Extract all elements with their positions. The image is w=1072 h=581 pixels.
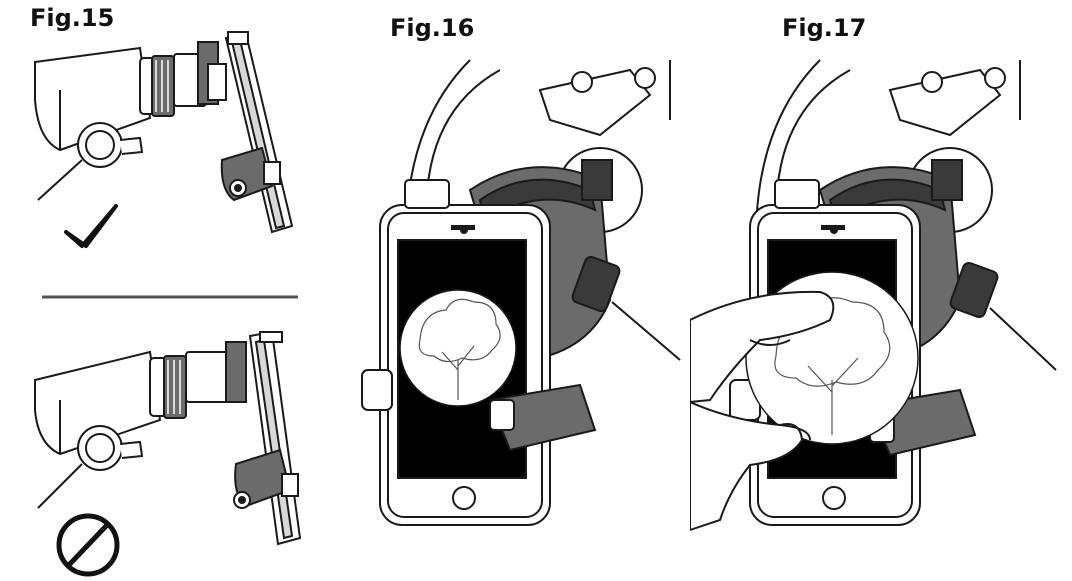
fig15-label: Fig.15 [30, 4, 115, 32]
tree-icon [399, 289, 517, 407]
checkmark-icon [64, 204, 118, 248]
fig16-illustration [361, 59, 681, 526]
fig16-label: Fig.16 [390, 14, 475, 42]
fig17-panel [690, 40, 1072, 581]
fig15-correct-setup [34, 31, 294, 234]
prohibited-icon [56, 513, 120, 577]
fig16-panel [350, 40, 690, 581]
fig15-illustration [34, 31, 302, 577]
fig15-panel [0, 0, 330, 581]
fig17-illustration [690, 59, 1057, 532]
fig17-label: Fig.17 [782, 14, 867, 42]
hand-icon [690, 290, 835, 532]
fig15-incorrect-setup [34, 330, 302, 546]
